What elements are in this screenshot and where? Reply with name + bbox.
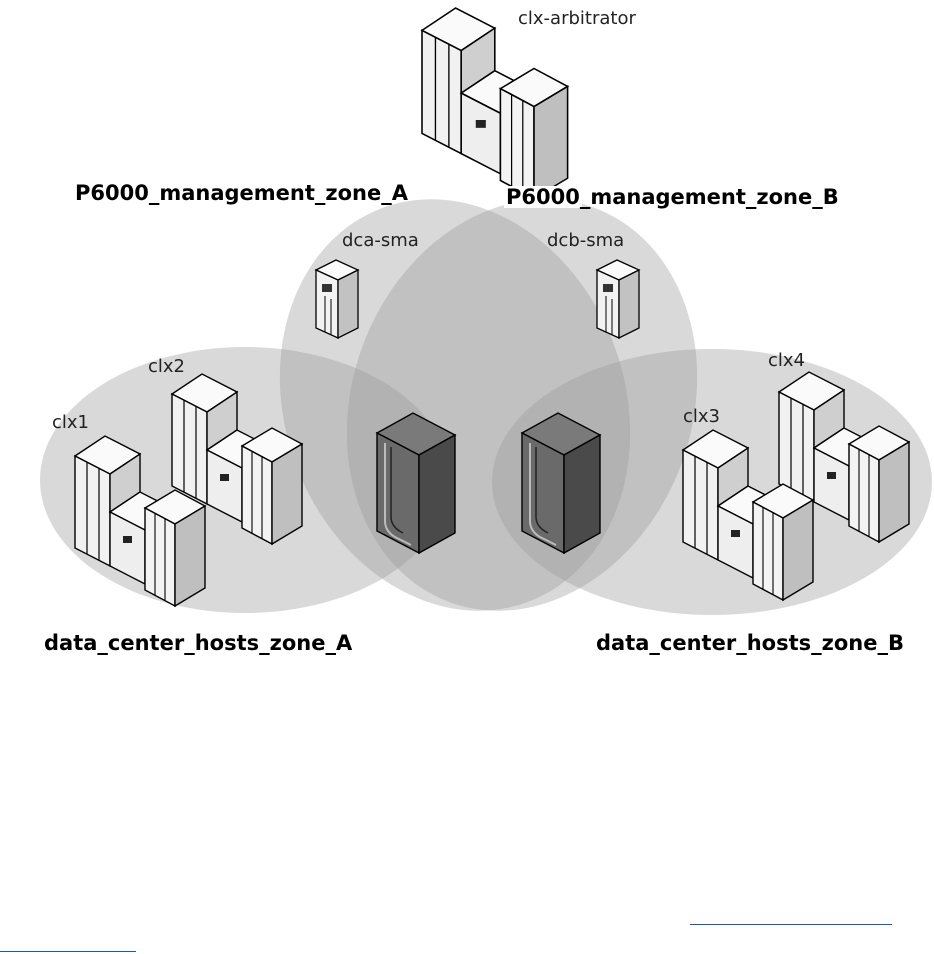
label-backdrop [504,186,582,208]
hyperlink-underline[interactable] [690,924,892,925]
zone-hosts-b-label: data_center_hosts_zone_B [596,631,904,655]
storage-array-icon [521,412,601,554]
storage-array-icon [376,412,456,554]
arbitrator-label: clx-arbitrator [518,8,636,29]
hyperlink-underline[interactable] [0,951,136,952]
cluster-server-icon [421,7,569,200]
host-clx2-label: clx2 [148,356,185,377]
tower-server-icon [596,259,640,339]
sma-b-label: dcb-sma [547,230,624,251]
sma-a-label: dca-sma [342,230,419,251]
zone-mgmt-a-label: P6000_management_zone_A [75,181,409,205]
host-clx1-label: clx1 [52,412,89,433]
zone-hosts-a-label: data_center_hosts_zone_A [44,631,353,655]
host-clx3-label: clx3 [683,406,720,427]
zone-mgmt-b-label: P6000_management_zone_B [506,185,839,209]
tower-server-icon [315,259,359,339]
host-clx4-label: clx4 [768,350,805,371]
